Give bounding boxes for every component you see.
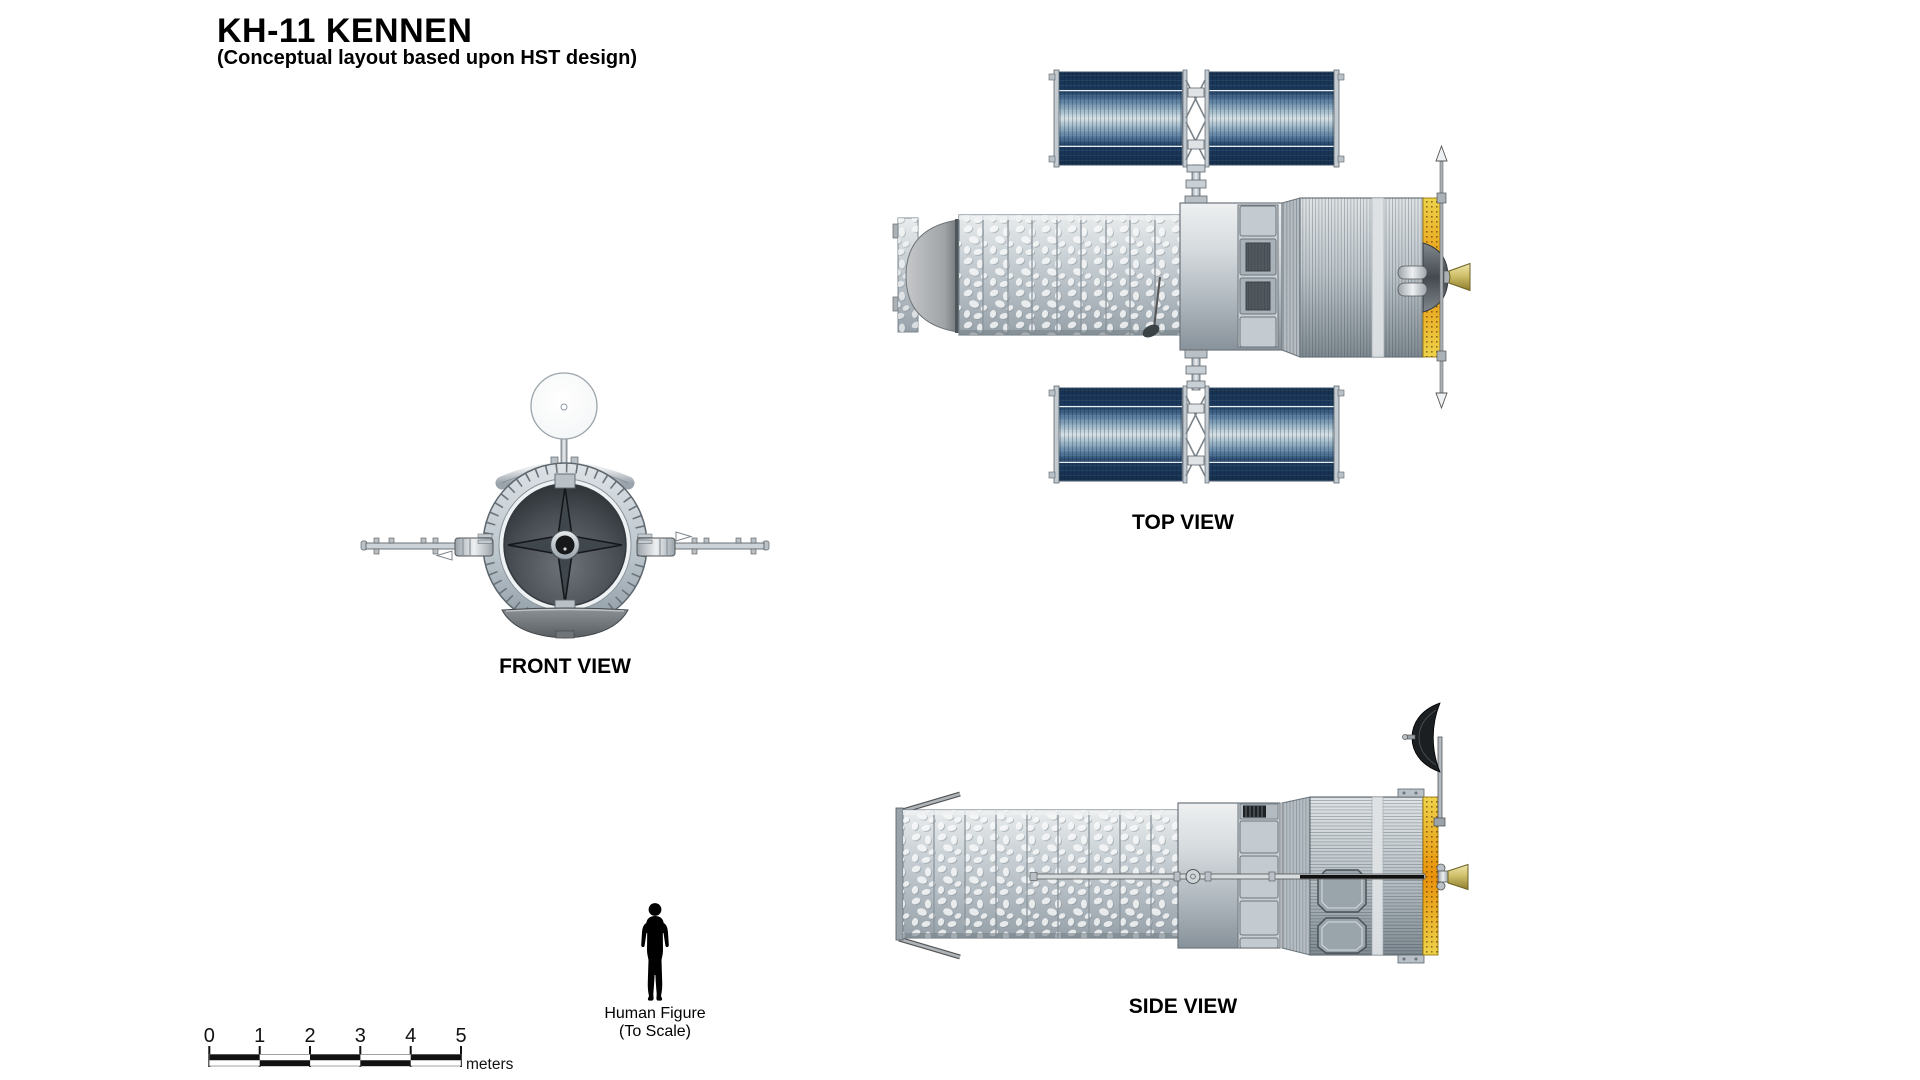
front-view-label: FRONT VIEW bbox=[499, 655, 631, 678]
bottom-fin bbox=[501, 607, 629, 639]
arrow-left-icon bbox=[435, 550, 453, 561]
human-figure-caption-line1: Human Figure bbox=[604, 1005, 706, 1022]
thruster-pod bbox=[1397, 265, 1428, 280]
thruster-pod bbox=[1397, 282, 1428, 297]
boom-pivot-joint bbox=[1185, 869, 1201, 884]
human-figure-silhouette bbox=[641, 903, 669, 1001]
hatch-octagon-lower bbox=[1317, 917, 1367, 954]
scale-tick-label: 3 bbox=[355, 1025, 366, 1047]
array-boom-side-view bbox=[1029, 869, 1426, 884]
scale-unit-label: meters bbox=[466, 1056, 514, 1073]
scale-tick-label: 5 bbox=[455, 1025, 466, 1047]
equipment-section-top-view bbox=[1179, 202, 1283, 351]
scale-tick-label: 4 bbox=[405, 1025, 416, 1047]
solar-array-bottom bbox=[1048, 385, 1345, 484]
arrow-up-icon bbox=[1435, 144, 1448, 162]
top-view-drawing bbox=[892, 69, 1471, 484]
human-figure-caption-line2: (To Scale) bbox=[618, 1023, 692, 1040]
scale-tick-label: 2 bbox=[304, 1025, 315, 1047]
top-view-label: TOP VIEW bbox=[1132, 511, 1234, 534]
scale-bar-segments bbox=[208, 1054, 462, 1067]
array-mast-bottom bbox=[1184, 349, 1208, 391]
sensor-boom bbox=[1153, 276, 1161, 329]
side-boom-left bbox=[360, 533, 494, 561]
front-view-drawing bbox=[360, 372, 770, 639]
scale-tick-label: 1 bbox=[254, 1025, 265, 1047]
arrow-down-icon bbox=[1435, 392, 1448, 410]
arrow-right-icon bbox=[675, 531, 693, 542]
side-view-label: SIDE VIEW bbox=[1128, 995, 1238, 1018]
scale-tick-label: 0 bbox=[204, 1025, 215, 1047]
aperture-dome bbox=[905, 219, 959, 333]
scale-bar: 0 1 2 3 4 5 meters bbox=[204, 1025, 514, 1073]
side-boom-right bbox=[636, 531, 770, 557]
dish-antenna-side bbox=[1402, 702, 1446, 827]
engine-nozzle bbox=[1448, 262, 1471, 292]
array-mast-top bbox=[1184, 164, 1208, 206]
engine-nozzle-side bbox=[1436, 863, 1469, 891]
side-view-drawing bbox=[895, 702, 1469, 964]
page-title: KH-11 KENNEN bbox=[217, 12, 473, 50]
solar-array-top bbox=[1048, 69, 1345, 168]
rotating-antenna bbox=[1435, 144, 1448, 410]
dish-antenna-front bbox=[530, 372, 598, 467]
array-hinge-bottom bbox=[1182, 385, 1210, 484]
aperture-door-struts bbox=[898, 791, 961, 960]
hatch-octagon-upper bbox=[1317, 869, 1367, 913]
sensor-paddle bbox=[1142, 324, 1160, 338]
page-subtitle: (Conceptual layout based upon HST design… bbox=[217, 47, 638, 69]
array-hinge-top bbox=[1182, 69, 1210, 168]
optical-tube-top-view bbox=[892, 214, 1181, 338]
telescope-ring-front bbox=[482, 462, 648, 628]
